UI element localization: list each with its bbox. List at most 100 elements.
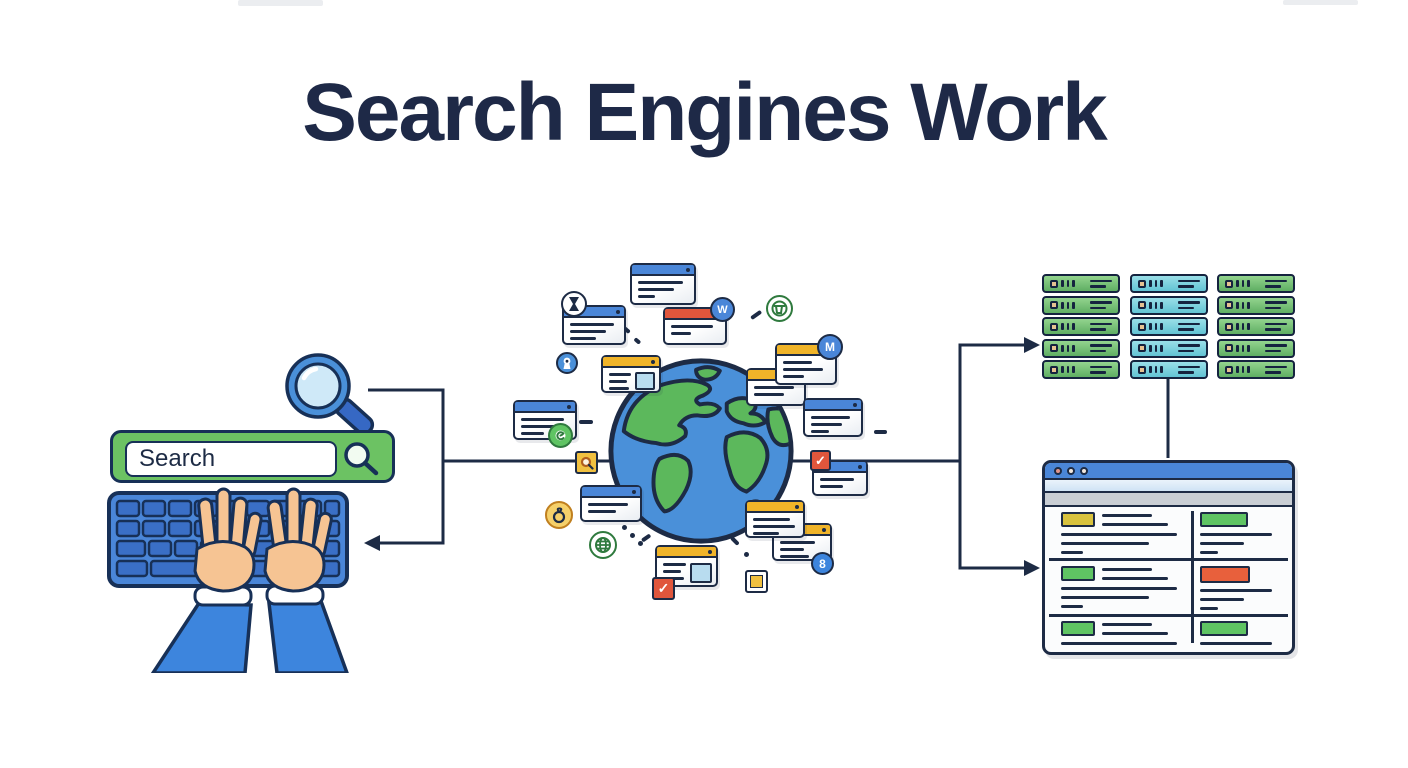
- text-line: [570, 337, 597, 340]
- server-unit: [1130, 274, 1208, 293]
- server-vents: [1090, 365, 1112, 374]
- dot-mark: [630, 533, 635, 538]
- server-bar: [1066, 280, 1069, 287]
- result-item[interactable]: [1200, 621, 1290, 645]
- server-bar: [1236, 280, 1239, 287]
- window-dot[interactable]: [1080, 466, 1088, 475]
- result-item[interactable]: [1200, 512, 1290, 554]
- result-item[interactable]: [1061, 566, 1183, 608]
- text-line: [663, 563, 686, 566]
- magnifier-badge-icon: [575, 451, 598, 474]
- server-vents: [1178, 344, 1200, 352]
- text-line: [1200, 598, 1244, 601]
- address-bar[interactable]: [1045, 480, 1292, 493]
- cropped-top-mark: [1283, 0, 1358, 5]
- server-unit: [1217, 274, 1295, 293]
- result-item[interactable]: [1200, 566, 1290, 610]
- server-unit: [1130, 338, 1208, 358]
- search-button-icon[interactable]: [340, 440, 382, 478]
- card-header: [515, 402, 575, 413]
- server-bar: [1241, 366, 1244, 373]
- card-dot: [651, 360, 655, 364]
- text-line: [783, 361, 812, 364]
- search-bar: [110, 430, 395, 483]
- server-bar: [1072, 344, 1075, 352]
- wireframe-globe-icon: [589, 531, 617, 559]
- server-bar: [1247, 323, 1250, 330]
- card-body: [748, 381, 804, 401]
- web-page-card: [775, 343, 837, 385]
- server-led: [1225, 344, 1233, 352]
- server-bar: [1247, 366, 1250, 373]
- window-dot[interactable]: [1054, 466, 1062, 475]
- web-page-card: [630, 263, 696, 305]
- server-bar: [1149, 280, 1152, 287]
- text-line: [1061, 642, 1177, 645]
- server-vents: [1265, 344, 1287, 352]
- web-page-card: [803, 398, 863, 437]
- card-header: [582, 487, 640, 498]
- card-body: [774, 536, 830, 563]
- server-rack-left: [1042, 274, 1120, 379]
- dash-mark: [874, 430, 887, 434]
- server-bar: [1149, 366, 1152, 373]
- server-led: [1138, 301, 1146, 309]
- basket-grid-icon: [766, 295, 793, 322]
- eight-glyph: 8: [819, 556, 826, 571]
- server-unit: [1042, 295, 1120, 315]
- server-bar: [1241, 301, 1244, 309]
- text-line: [1061, 551, 1083, 554]
- server-bar: [1072, 280, 1075, 287]
- server-bar: [1241, 280, 1244, 287]
- server-unit: [1130, 295, 1208, 315]
- text-line: [570, 323, 615, 326]
- text-line: [1102, 523, 1168, 526]
- result-item[interactable]: [1061, 512, 1183, 554]
- text-line: [1102, 514, 1152, 517]
- card-body: [805, 411, 861, 438]
- text-line: [783, 368, 824, 371]
- server-bar: [1061, 323, 1064, 330]
- server-bar: [1236, 301, 1239, 309]
- web-page-card: [580, 485, 642, 522]
- hourglass-icon: [561, 291, 587, 317]
- text-line: [1102, 632, 1168, 635]
- server-bar: [1160, 280, 1163, 287]
- card-dot: [858, 465, 862, 469]
- keyboard-and-hands: [107, 487, 349, 673]
- card-dot: [567, 405, 571, 409]
- server-bar: [1154, 366, 1157, 373]
- search-input[interactable]: [125, 441, 337, 477]
- server-bar: [1160, 344, 1163, 352]
- card-dot: [822, 528, 826, 532]
- yellow-square-inner: [750, 575, 763, 588]
- text-line: [783, 375, 805, 378]
- arrowhead-left-to-keyboard: [364, 535, 380, 551]
- server-led: [1138, 365, 1146, 374]
- server-bar: [1061, 344, 1064, 352]
- server-bar: [1247, 301, 1250, 309]
- server-bar: [1154, 323, 1157, 330]
- toolbar-strip: [1045, 493, 1292, 507]
- text-line: [780, 555, 810, 558]
- result-badge: [1061, 621, 1095, 636]
- server-bar: [1072, 366, 1075, 373]
- window-dot[interactable]: [1067, 466, 1075, 475]
- server-led: [1138, 279, 1146, 288]
- text-line: [1061, 542, 1149, 545]
- text-line: [753, 518, 791, 521]
- arrowhead-to-results: [1024, 560, 1040, 576]
- text-line: [753, 525, 795, 528]
- text-line: [1200, 533, 1272, 536]
- text-line: [671, 325, 714, 328]
- result-item[interactable]: [1061, 621, 1183, 645]
- text-line: [638, 288, 674, 291]
- dash-mark: [579, 420, 593, 424]
- text-line: [754, 393, 784, 396]
- text-line: [671, 332, 692, 335]
- server-bar: [1066, 344, 1069, 352]
- text-line: [1200, 542, 1244, 545]
- server-vents: [1090, 322, 1112, 331]
- text-line: [609, 373, 631, 376]
